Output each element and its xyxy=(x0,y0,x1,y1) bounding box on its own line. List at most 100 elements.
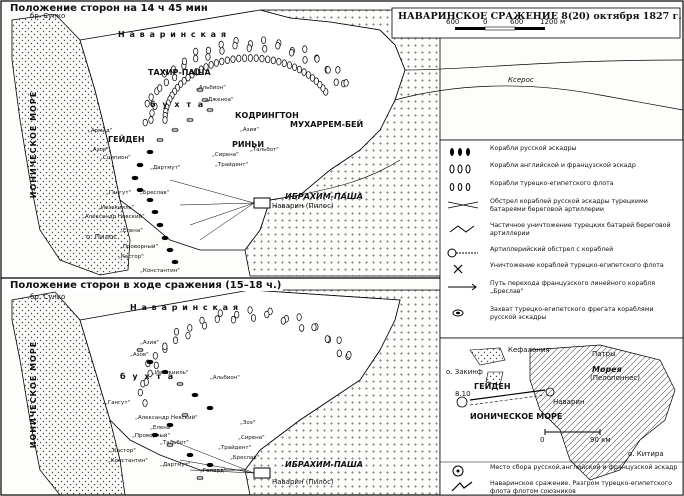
turkish-ship-icon xyxy=(292,63,298,71)
ship-label-top: „Елена" xyxy=(120,228,143,234)
ship-label-top: „Проворный" xyxy=(120,244,158,250)
russian-ship-icon xyxy=(146,359,154,365)
map-title: НАВАРИНСКОЕ СРАЖЕНИЕ 8(20) октября 1827 … xyxy=(398,11,682,22)
ship-label-bottom: „Елена" xyxy=(150,425,173,431)
turkish-ship-icon xyxy=(275,41,281,50)
frigate-capture-icon xyxy=(452,309,464,317)
commander-codrington: КОДРИНГТОН xyxy=(235,111,299,120)
allied-ship-icon xyxy=(181,412,189,418)
commander-heiden: ГЕЙДЕН xyxy=(108,135,145,144)
turkish-ship-icon xyxy=(142,399,148,407)
commander-muharrem: МУХАРРЕМ-БЕЙ xyxy=(290,120,364,129)
russian-ship-icon xyxy=(171,259,179,265)
turkish-ship-icon xyxy=(259,54,265,63)
ship-label-top: „Альбион" xyxy=(196,85,226,91)
ship-label-bottom: „Проворный" xyxy=(132,433,170,439)
turkish-ship-icon xyxy=(324,335,330,343)
turkish-ship-icon xyxy=(142,118,148,127)
commander-tahir: ТАХИР-ПАША xyxy=(148,68,211,77)
ship-label-top: „Александр Невский" xyxy=(82,214,145,220)
turkish-ship-icon xyxy=(162,342,168,351)
turkish-ship-icon xyxy=(148,93,154,101)
turkish-ship-icon xyxy=(234,310,240,319)
scale-tick-1: 600 xyxy=(446,18,460,26)
turkish-ship-icon xyxy=(219,47,225,55)
turkish-ship-icon xyxy=(193,68,200,76)
inset-zakinf: о. Закинф xyxy=(446,368,483,376)
ship-label-top: „Азия" xyxy=(240,127,259,133)
ship-label-bottom: „Гангут" xyxy=(105,400,131,406)
inset-scale-90: 90 км xyxy=(590,436,611,444)
turkish-ship-icon xyxy=(346,351,352,359)
allied-ship-icon xyxy=(136,347,144,353)
navarin-label-bottom: Наварин (Пилос) xyxy=(272,478,334,486)
russian-ship-icon xyxy=(161,369,169,375)
scale-tick-3: 600 xyxy=(510,18,524,26)
artillery-fire-icon xyxy=(447,248,478,258)
bay-name-top: Н а в а р и н с к а я xyxy=(118,30,227,39)
ship-label-bottom: „Азия" xyxy=(140,340,159,346)
scale-tick-2: 0 xyxy=(483,18,488,26)
ship-label-bottom: „Тальбот" xyxy=(160,440,189,446)
legend-text: Артиллерийский обстрел с кораблей xyxy=(490,246,614,253)
turkish-ships-icon xyxy=(449,183,471,191)
ship-label-bottom: „Кастор" xyxy=(110,448,136,454)
ship-label-top: „Дженоа" xyxy=(205,97,234,103)
legend-frame xyxy=(439,139,684,339)
legend-text: Место сбора русской,английской и француз… xyxy=(490,464,678,471)
inset-heiden: ГЕЙДЕН xyxy=(474,382,511,391)
ship-label-bottom: „Альбион" xyxy=(210,375,240,381)
turkish-ship-icon xyxy=(152,351,158,360)
turkish-ship-icon xyxy=(336,349,342,358)
inset-peloponnese xyxy=(529,344,676,481)
turkish-ship-icon xyxy=(302,56,308,64)
ship-label-bottom: „Зоэ" xyxy=(240,420,256,426)
turkish-ship-icon xyxy=(137,388,143,397)
inset-moreya: Морея xyxy=(592,365,622,374)
battery-destruction-icon xyxy=(449,225,475,233)
anglo-french-ships-icon xyxy=(449,164,471,174)
turkish-ship-icon xyxy=(236,54,242,63)
turkish-ship-icon xyxy=(325,66,331,74)
russian-ship-icon xyxy=(166,422,174,428)
turkish-ship-icon xyxy=(147,369,153,378)
ship-label-bottom: „Сирена" xyxy=(238,435,265,441)
breslav-path-icon xyxy=(448,283,477,291)
ship-label-top: „Константин" xyxy=(140,268,180,274)
ibrahim-label-bottom: ИБРАХИМ-ПАША xyxy=(285,460,363,469)
bay-bottom xyxy=(79,289,401,471)
bay-name-bottom: Н а в а р и н с к а я xyxy=(130,303,239,312)
ship-label-top: „Трайдент" xyxy=(215,162,249,168)
turkish-ship-icon xyxy=(205,46,212,55)
fire-lines-top xyxy=(169,179,255,241)
ship-label-top: „Гангут" xyxy=(106,190,132,196)
inset-scale-0: 0 xyxy=(540,436,545,444)
inset-date: 8.10 xyxy=(455,390,471,398)
turkish-ship-icon xyxy=(224,56,230,64)
scale-bar xyxy=(455,26,545,31)
turkish-ship-icon xyxy=(185,73,191,82)
turkish-ship-icon xyxy=(336,336,342,344)
ship-label-top: „Дартмут" xyxy=(150,165,181,171)
ship-label-bottom: „Гапард" xyxy=(200,468,227,474)
turkish-ship-icon xyxy=(230,315,236,324)
kseros-label: Ксерос xyxy=(508,76,534,84)
turkish-ship-icon xyxy=(198,65,204,74)
legend-text: Корабли русской эскадры xyxy=(490,145,577,152)
inset-patras: Патры xyxy=(592,350,616,358)
allied-ship-icon xyxy=(156,137,164,143)
russian-ship-icon xyxy=(186,452,194,458)
turkish-ship-icon xyxy=(163,78,169,87)
inset-peloponnes: (Пелопоннес) xyxy=(590,374,640,382)
title-box xyxy=(391,7,681,39)
battle-icon xyxy=(451,481,473,492)
legend-text: Путь перехода французского линейного кор… xyxy=(490,280,656,295)
russian-ship-icon xyxy=(151,209,159,215)
turkish-ship-icon xyxy=(185,331,191,340)
assembly-icon xyxy=(452,465,464,477)
turkish-ship-icon xyxy=(281,59,287,68)
turkish-ship-icon xyxy=(270,56,276,65)
allied-ship-icon xyxy=(196,475,204,481)
ship-label-bottom: „Иезекииль" xyxy=(152,370,189,376)
russian-ship-icon xyxy=(146,197,154,203)
